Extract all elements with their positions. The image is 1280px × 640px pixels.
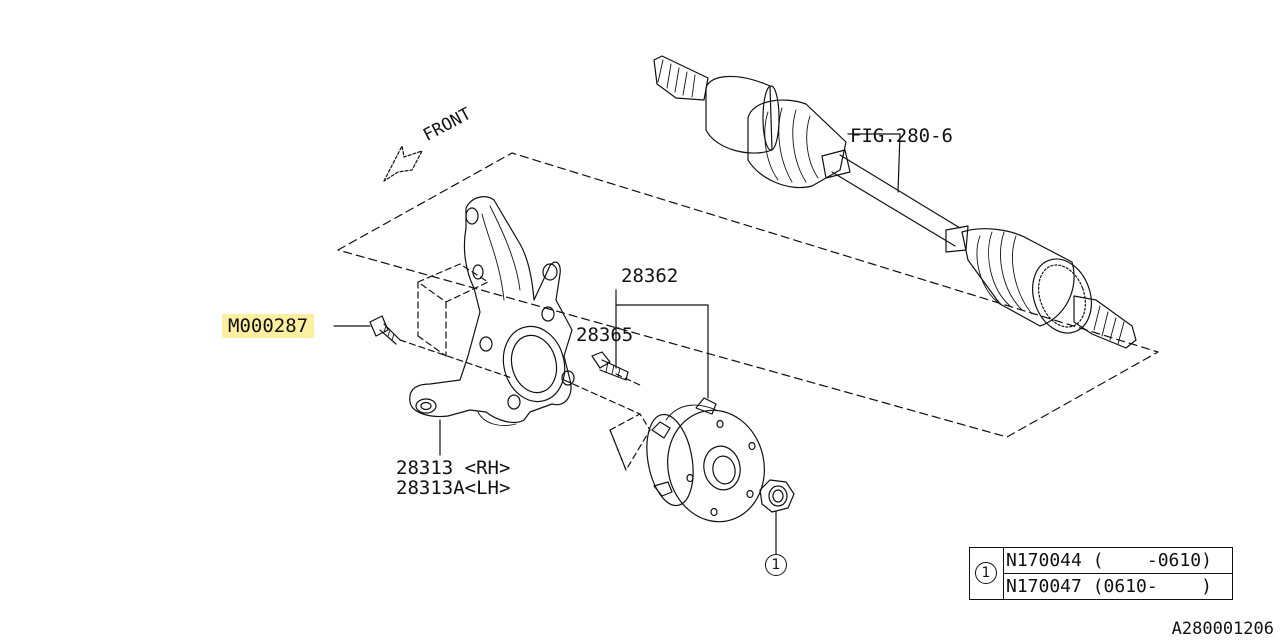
hub-bearing-unit — [609, 397, 765, 523]
hub-center-bore — [703, 445, 741, 491]
assembly-reference-outline — [337, 152, 1159, 438]
fig-ref-leader — [847, 133, 901, 193]
bolt-ref-link[interactable]: M000287 — [222, 314, 315, 338]
front-arrow-icon — [383, 145, 423, 182]
knuckle-rh-part-number: 28313 <RH> — [396, 457, 511, 479]
legend-key-badge: 1 — [975, 562, 997, 584]
hub-assembly-leader — [615, 289, 709, 399]
legend-table: 1 N170044 ( -0610) N170047 (0610- ) — [969, 547, 1233, 600]
knuckle-upper-arm — [409, 196, 573, 424]
outer-boot — [961, 228, 1075, 327]
hub-assembly-part-number: 28362 — [621, 265, 679, 287]
legend-row: N170047 (0610- ) — [1006, 576, 1212, 597]
hub-bolt — [591, 351, 643, 387]
knuckle-bore — [502, 325, 566, 403]
legend-row: N170044 ( -0610) — [1004, 548, 1232, 574]
inner-cv-joint — [705, 75, 773, 154]
knuckle-lh-part-number: 28313A<LH> — [396, 477, 511, 499]
hub-bolt-part-number: 28365 — [576, 324, 634, 346]
shaft-outer-spline — [1073, 295, 1137, 349]
tone-ring — [1032, 258, 1092, 334]
fig-ref-label: FIG.280-6 — [850, 125, 953, 147]
steering-knuckle — [399, 196, 641, 456]
shaft-bar — [831, 154, 961, 247]
legend-key-cell: 1 — [970, 548, 1004, 599]
shaft-inner-spline — [653, 55, 709, 101]
hub-flange — [667, 409, 765, 523]
inner-boot — [747, 99, 847, 189]
axle-nut — [759, 479, 795, 555]
nut-callout-badge: 1 — [765, 554, 787, 576]
knuckle-bolt — [333, 315, 401, 345]
drive-shaft — [653, 55, 1137, 349]
diagram-code: A280001206 — [1171, 619, 1274, 639]
